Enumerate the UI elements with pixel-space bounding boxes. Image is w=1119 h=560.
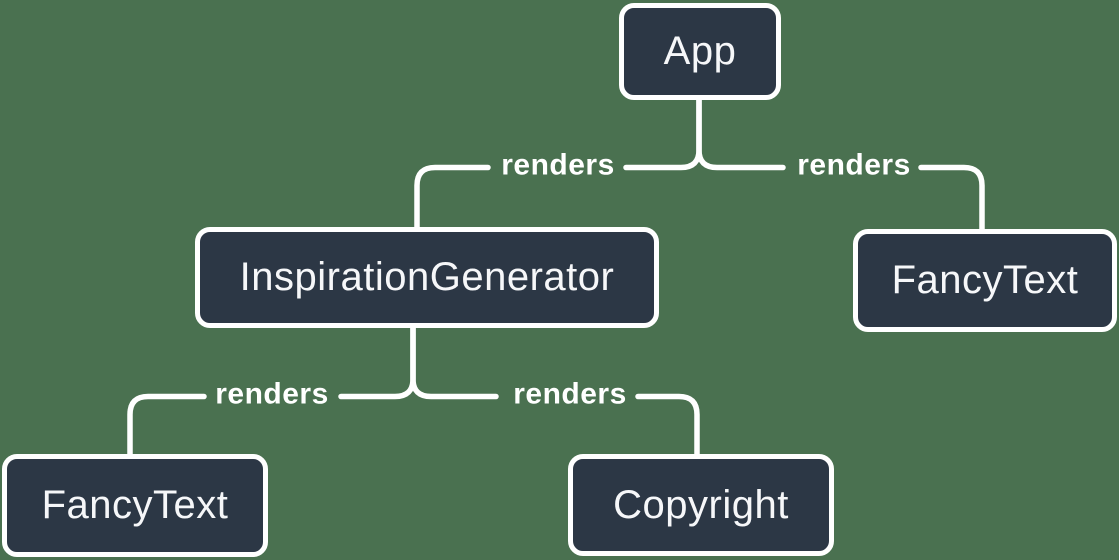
edge-app-to-fancytext <box>696 94 985 234</box>
node-fancy-text-top-label: FancyText <box>891 258 1079 302</box>
edge-label-inspirationgenerator-fancytext: renders <box>215 377 329 411</box>
edge-inspirationgenerator-to-fancytext-lower-path <box>127 393 207 459</box>
edge-app-to-fancytext-upper-path <box>696 94 786 171</box>
node-app-label: App <box>663 29 737 73</box>
edge-inspirationgenerator-to-fancytext-upper-path <box>338 323 416 400</box>
edge-label-app-fancytext: renders <box>797 148 911 182</box>
node-copyright: Copyright <box>568 454 834 556</box>
node-fancy-text-bottom: FancyText <box>2 454 268 557</box>
edge-app-to-inspirationgenerator-lower-path <box>414 164 491 233</box>
edge-inspirationgenerator-to-copyright-upper-path <box>410 323 499 400</box>
node-copyright-label: Copyright <box>613 482 789 527</box>
edge-label-app-inspirationgenerator: renders <box>501 148 615 182</box>
edge-inspirationgenerator-to-copyright <box>410 323 700 459</box>
node-inspiration-generator-label: InspirationGenerator <box>239 255 615 299</box>
node-fancy-text-bottom-label: FancyText <box>41 483 229 527</box>
node-app: App <box>619 3 781 100</box>
edge-inspirationgenerator-to-copyright-lower-path <box>635 393 700 459</box>
edge-app-to-fancytext-lower-path <box>918 164 985 234</box>
edge-label-inspirationgenerator-copyright: renders <box>513 377 627 411</box>
node-fancy-text-top: FancyText <box>853 229 1117 332</box>
edge-app-to-inspirationgenerator-upper-path <box>623 94 702 171</box>
node-inspiration-generator: InspirationGenerator <box>195 227 659 328</box>
